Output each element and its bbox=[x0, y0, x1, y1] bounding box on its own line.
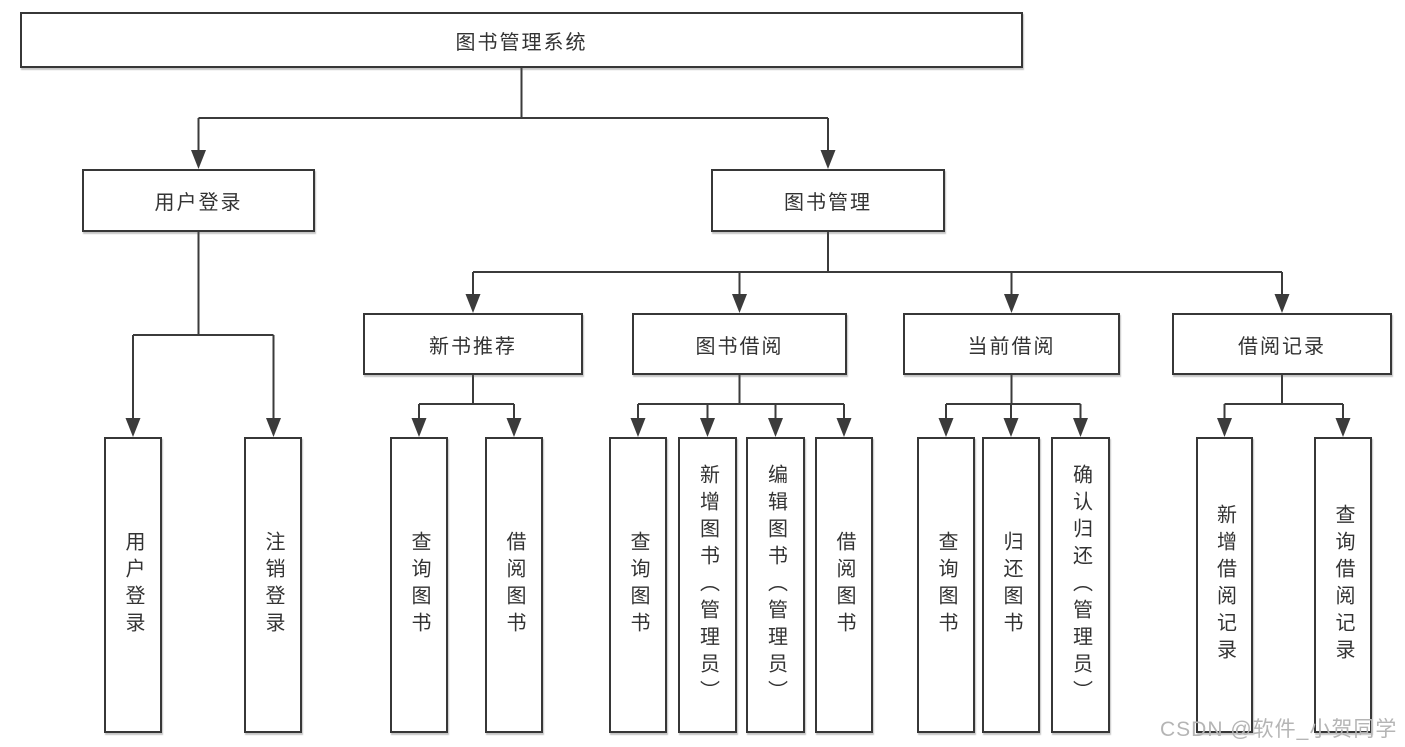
leaf-borrow-add-book-admin: 新增图书（管理员） bbox=[678, 437, 737, 733]
leaf-logout: 注销登录 bbox=[244, 437, 302, 733]
leaf-borrow-query-book: 查询图书 bbox=[609, 437, 667, 733]
node-book-management: 图书管理 bbox=[711, 169, 945, 232]
node-borrow-record: 借阅记录 bbox=[1172, 313, 1392, 375]
leaf-current-confirm-return-admin: 确认归还（管理员） bbox=[1051, 437, 1110, 733]
csdn-watermark: CSDN @软件_小贺同学 bbox=[1160, 718, 1398, 741]
node-new-book-recommend: 新书推荐 bbox=[363, 313, 583, 375]
leaf-current-return-book: 归还图书 bbox=[982, 437, 1040, 733]
leaf-recommend-borrow-book: 借阅图书 bbox=[485, 437, 543, 733]
node-user-login: 用户登录 bbox=[82, 169, 315, 232]
leaf-record-add-borrow-record: 新增借阅记录 bbox=[1196, 437, 1253, 733]
leaf-user-login: 用户登录 bbox=[104, 437, 162, 733]
node-book-borrow: 图书借阅 bbox=[632, 313, 847, 375]
leaf-borrow-borrow-book: 借阅图书 bbox=[815, 437, 873, 733]
leaf-recommend-query-book: 查询图书 bbox=[390, 437, 448, 733]
leaf-current-query-book: 查询图书 bbox=[917, 437, 975, 733]
leaf-record-query-borrow-record: 查询借阅记录 bbox=[1314, 437, 1372, 733]
node-current-borrow: 当前借阅 bbox=[903, 313, 1120, 375]
node-root: 图书管理系统 bbox=[20, 12, 1023, 68]
leaf-borrow-edit-book-admin: 编辑图书（管理员） bbox=[746, 437, 805, 733]
